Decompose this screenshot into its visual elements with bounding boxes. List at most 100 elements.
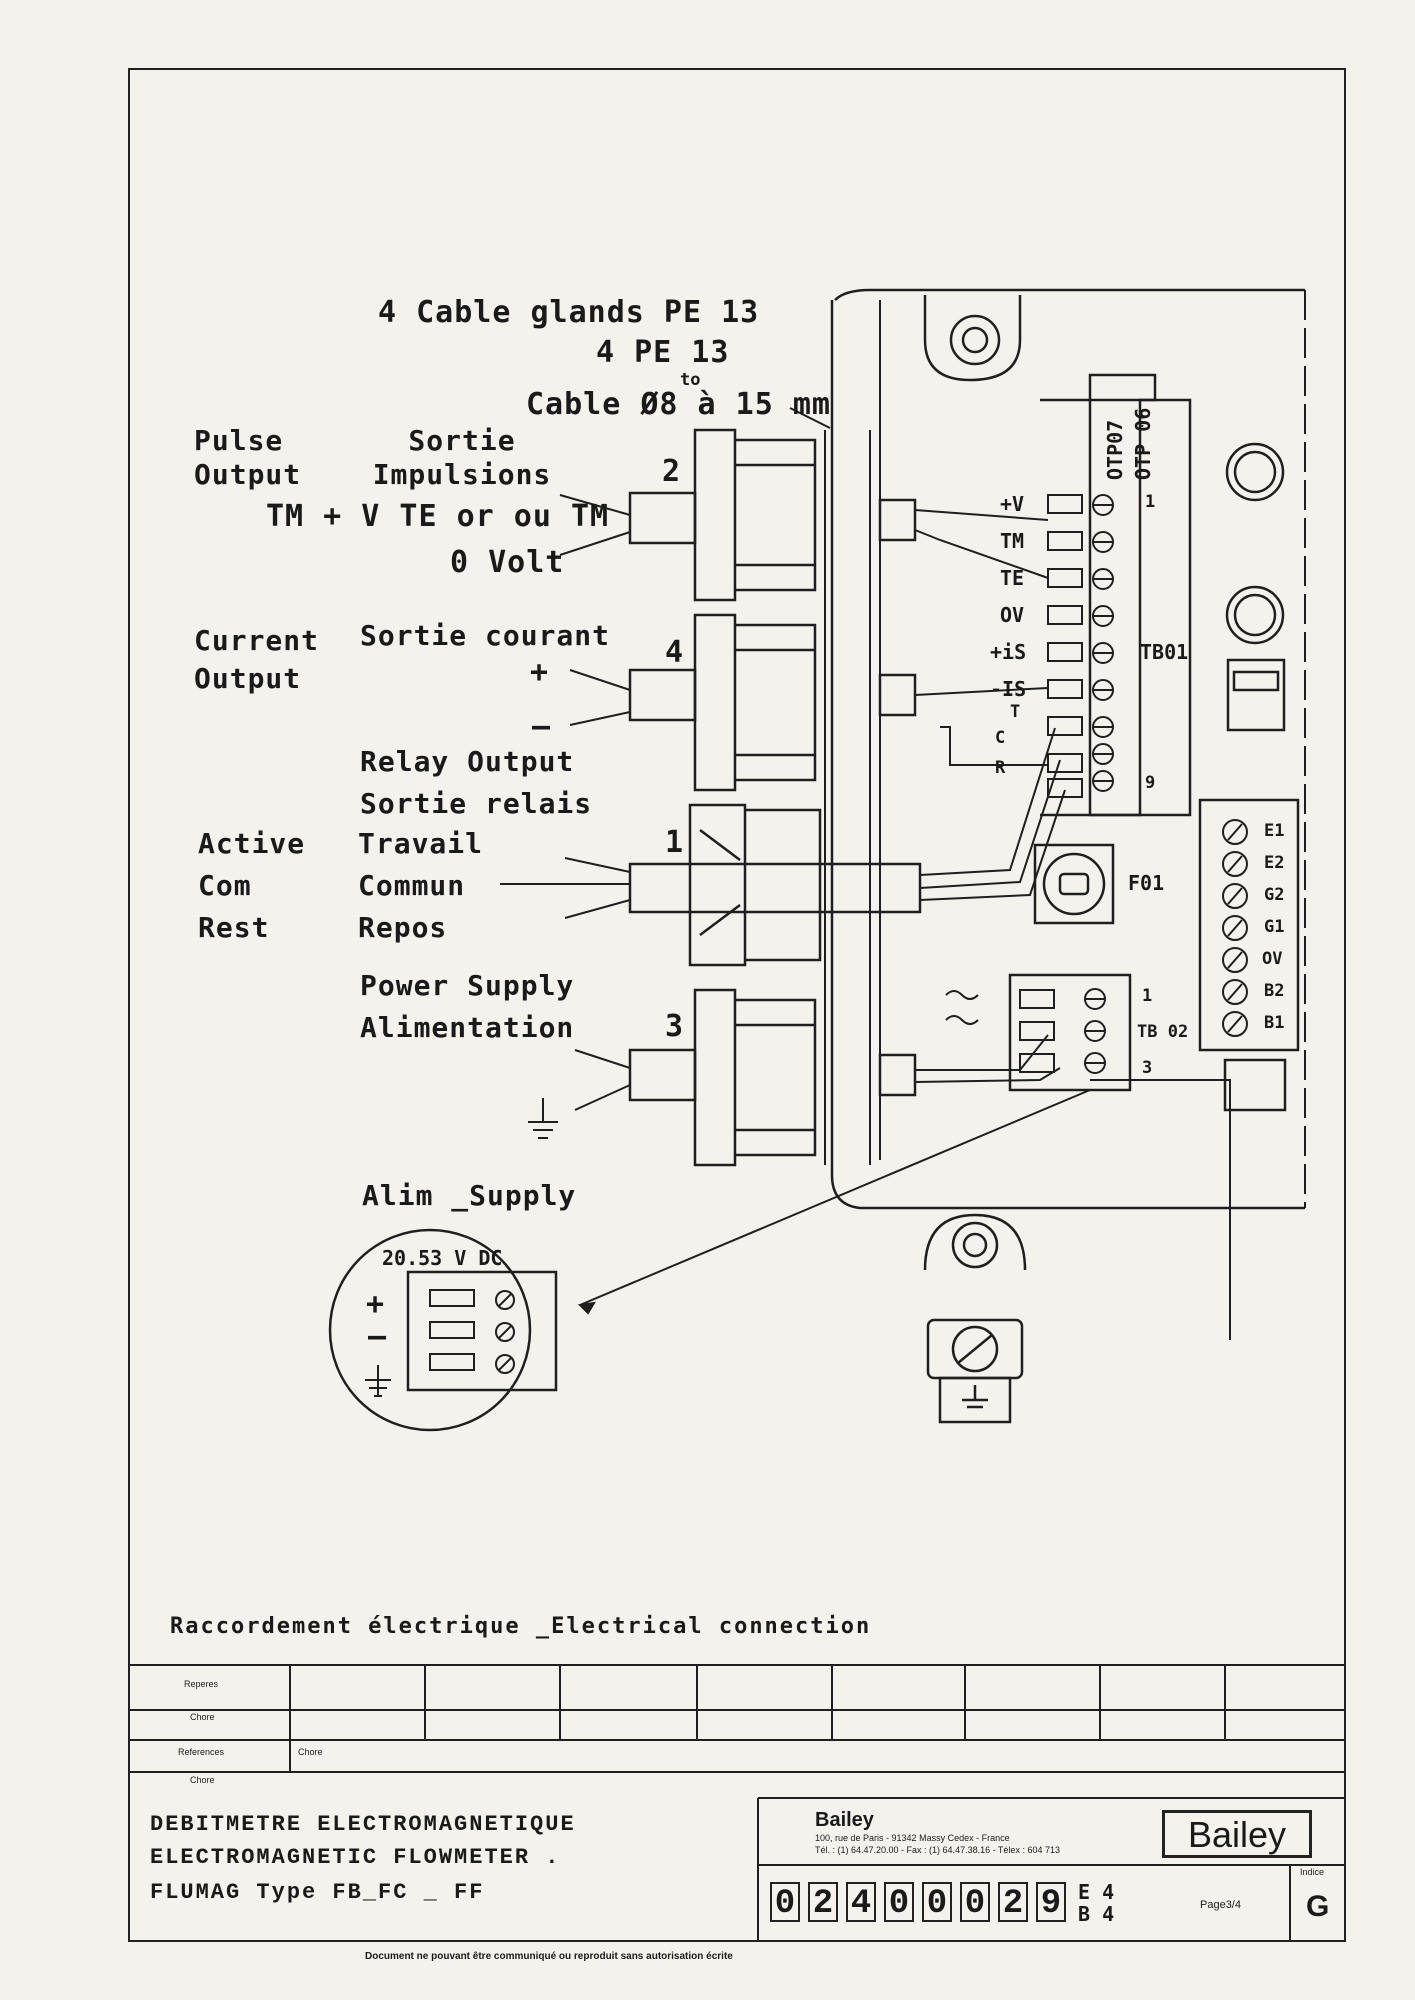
alim-supply-label: Alim _Supply [362, 1179, 577, 1212]
supply-voltage: 20.53 V DC [382, 1246, 503, 1270]
bottom-screw [951, 1221, 999, 1269]
ac-symbol [945, 990, 979, 1025]
tb-row-chore-cell: Chore [298, 1747, 323, 1757]
tb-row-chore2: Chore [190, 1775, 215, 1785]
pulse-signals: TM + V TE or ou TM [266, 499, 610, 534]
model-type: FLUMAG Type FB_FC _ FF [150, 1880, 485, 1905]
doc-digit: 4 [846, 1882, 876, 1923]
relay-travail: Travail [358, 827, 484, 860]
tb01-pin-5: +iS [990, 640, 1027, 664]
power-supply-fr: Alimentation [360, 1011, 575, 1044]
leader-lines [500, 407, 1091, 1315]
tb01-terminals [1047, 494, 1083, 798]
relay-active: Active [198, 827, 306, 860]
tb01-pin-3: TE [1000, 566, 1025, 590]
doc-e4: E 4 [1078, 1880, 1115, 1904]
gland-2 [628, 428, 817, 602]
indice-value: G [1306, 1890, 1331, 1923]
gland-3-number: 3 [665, 1009, 685, 1044]
relay-output-en: Relay Output [360, 745, 575, 778]
relay-rest: Rest [198, 911, 270, 944]
pulse-output-en: Pulse Output [194, 424, 302, 491]
fuse-holder [1033, 843, 1115, 925]
tb01-pin-1: +V [1000, 492, 1025, 516]
zero-volt-label: 0 Volt [450, 545, 565, 580]
earth-symbol [528, 1098, 558, 1139]
bottom-mount [923, 1213, 1027, 1271]
doc-digit: 0 [960, 1882, 990, 1923]
pe13-label: 4 PE 13 [596, 335, 730, 370]
tb-row-references: References [178, 1747, 225, 1757]
tb01-pin-2: TM [1000, 529, 1025, 553]
current-minus: – [532, 709, 552, 744]
tb02-label: TB 02 [1137, 1022, 1189, 1042]
right-pin-6: B2 [1264, 981, 1285, 1001]
right-pin-7: B1 [1264, 1013, 1285, 1033]
power-supply-en: Power Supply [360, 969, 575, 1002]
tb02-first-pin: 1 [1142, 986, 1153, 1006]
doc-digit: 0 [770, 1882, 800, 1923]
tb01-screws [1092, 494, 1114, 792]
company-address: 100, rue de Paris - 91342 Massy Cedex - … [815, 1833, 1010, 1843]
tb01-pin-9: R [995, 758, 1006, 778]
right-knob-top [1225, 442, 1285, 502]
current-plus: + [530, 655, 550, 690]
tb01-pin-7: T [1010, 702, 1021, 722]
pulse-output-fr: Sortie Impulsions [372, 424, 552, 491]
right-knob-bottom [1225, 585, 1285, 645]
right-terminal-screws [1222, 819, 1248, 1037]
wall-plate [824, 430, 871, 1165]
relay-com: Com [198, 869, 252, 902]
current-output-en: Current Output [194, 624, 320, 695]
tb01-last-pin: 9 [1145, 773, 1156, 793]
housing-bottom-inner [1090, 1079, 1231, 1340]
relay-repos: Repos [358, 911, 448, 944]
relay-commun: Commun [358, 869, 466, 902]
company-phone: Tél. : (1) 64.47.20.00 - Fax : (1) 64.47… [815, 1845, 1060, 1855]
otp06-label: OTP 06 [1131, 407, 1155, 480]
doc-digit: 2 [998, 1882, 1028, 1923]
relay-output-fr: Sortie relais [360, 787, 593, 820]
diagram-caption: Raccordement électrique _Electrical conn… [170, 1614, 872, 1639]
tb01-pin-6: -IS [990, 677, 1027, 701]
tb02-block [1008, 973, 1132, 1092]
tb01-label: TB01 [1140, 640, 1189, 664]
tb02-last-pin: 3 [1142, 1058, 1153, 1078]
doc-b4: B 4 [1078, 1902, 1115, 1926]
tb01-pin-4: OV [1000, 603, 1025, 627]
housing-outline [834, 288, 1305, 301]
doc-digit: 9 [1036, 1882, 1066, 1923]
title-block-grid [128, 1664, 1346, 1942]
doc-digit: 0 [884, 1882, 914, 1923]
gland-2-number: 2 [662, 454, 682, 489]
title-en: ELECTROMAGNETIC FLOWMETER . [150, 1845, 561, 1870]
indice-label: Indice [1300, 1867, 1325, 1877]
gland-4-number: 4 [665, 635, 685, 670]
doc-digit: 2 [808, 1882, 838, 1923]
right-pin-4: G1 [1264, 917, 1285, 937]
housing-left-wall [830, 300, 1305, 1210]
tb01-pin-8: C [995, 728, 1006, 748]
fuse [1042, 852, 1106, 916]
wiring [914, 509, 1066, 1083]
right-terminal-strip [1198, 798, 1300, 1052]
gland-3 [628, 988, 817, 1167]
supply-minus: – [368, 1319, 388, 1354]
supply-detail [328, 1228, 532, 1432]
top-mount [923, 295, 1022, 382]
right-pin-5: OV [1262, 949, 1283, 969]
tb-row-chore: Chore [190, 1712, 215, 1722]
top-screw [949, 314, 1001, 366]
bailey-logo: Bailey [1162, 1810, 1312, 1858]
gland-1-number: 1 [665, 825, 685, 860]
earth-screw [951, 1325, 999, 1373]
right-pin-1: E1 [1264, 821, 1285, 841]
footer-note: Document ne pouvant être communiqué ou r… [365, 1951, 733, 1962]
right-pin-3: G2 [1264, 885, 1285, 905]
current-output-fr: Sortie courant [360, 619, 611, 652]
cable-size-to: to [680, 370, 701, 390]
company-name: Bailey [815, 1809, 874, 1831]
tb-row-reperes: Reperes [184, 1679, 219, 1689]
title-fr: DEBITMETRE ELECTROMAGNETIQUE [150, 1812, 576, 1837]
